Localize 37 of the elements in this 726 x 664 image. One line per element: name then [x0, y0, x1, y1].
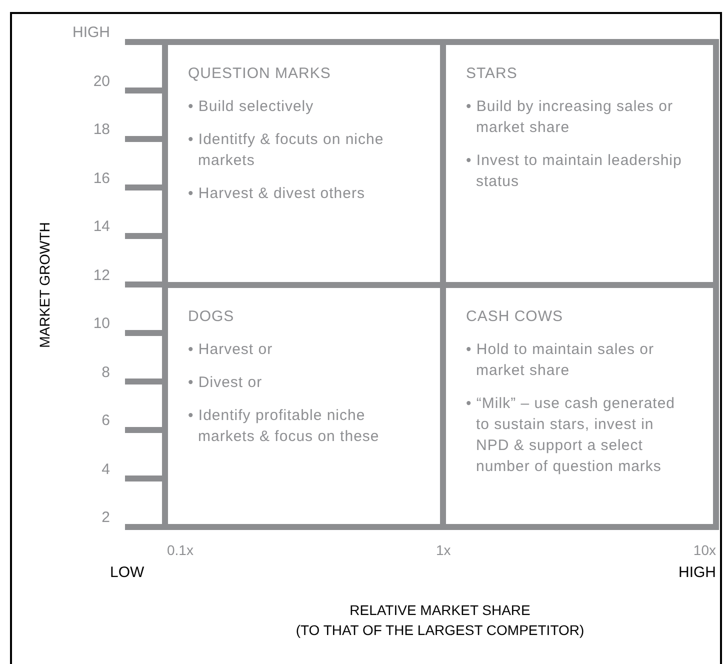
- tick-label: 20: [92, 72, 110, 92]
- bullet-text: • Hold to maintain sales or market share: [466, 340, 655, 381]
- tick-label: 1x: [436, 541, 451, 560]
- bullet-text: • Build selectively: [188, 97, 315, 117]
- bullet-text: • Identitfy & focuts on niche markets: [188, 130, 385, 171]
- bullet-text: • Harvest or: [188, 340, 274, 360]
- tick-label: HIGH: [72, 23, 110, 43]
- axis-title: RELATIVE MARKET SHARE: [348, 601, 532, 620]
- quadrant-heading: DOGS: [188, 307, 236, 327]
- quadrant-heading: CASH COWS: [466, 307, 564, 327]
- quadrant-heading: STARS: [466, 64, 518, 84]
- quadrant-box: [165, 285, 443, 527]
- bullet-text: • Divest or: [188, 373, 264, 393]
- tick-label: 4: [100, 460, 110, 480]
- axis-end-label: LOW: [110, 563, 144, 583]
- quadrant-box: [443, 42, 716, 285]
- bullet-text: • Invest to maintain leadership status: [466, 151, 683, 192]
- axis-title: MARKET GROWTH: [36, 222, 54, 348]
- axis-end-label: HIGH: [678, 563, 716, 583]
- tick-label: 0.1x: [167, 541, 194, 560]
- tick-label: 6: [100, 411, 110, 431]
- tick-label: 10x: [693, 541, 716, 560]
- axis-title: (TO THAT OF THE LARGEST COMPETITOR): [294, 621, 586, 640]
- bullet-text: • “Milk” – use cash generated to sustain stars, invest in NPD & support a select number of question marks: [466, 394, 676, 477]
- tick-label: 2: [100, 508, 110, 528]
- tick-label: 8: [100, 362, 110, 382]
- tick-label: 12: [92, 266, 110, 286]
- bullet-text: • Build by increasing sales or market share: [466, 97, 674, 138]
- quadrant-box: [165, 42, 443, 285]
- tick-label: 16: [92, 168, 110, 188]
- quadrant-box: [443, 285, 716, 527]
- bullet-text: • Identify profitable niche markets & focus on these: [188, 406, 380, 447]
- tick-label: 10: [92, 314, 110, 334]
- tick-label: 18: [92, 120, 110, 140]
- tick-label: 14: [92, 217, 110, 237]
- bullet-text: • Harvest & divest others: [188, 184, 366, 204]
- quadrant-heading: QUESTION MARKS: [188, 64, 332, 84]
